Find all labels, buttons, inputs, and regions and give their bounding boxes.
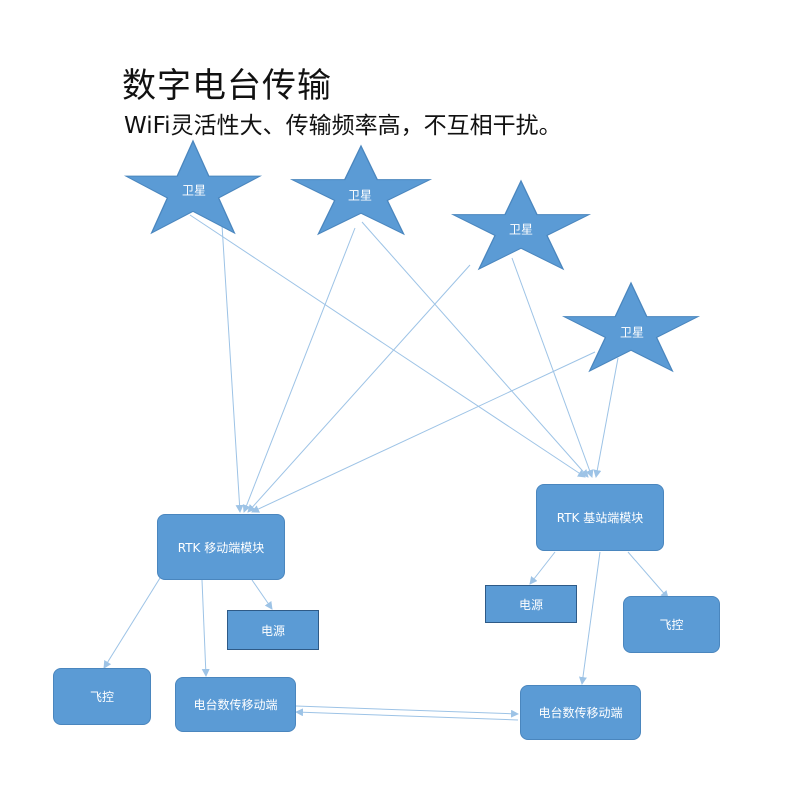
link-sat4-base [593, 357, 619, 478]
rtk-rover-module: RTK 移动端模块 [157, 514, 285, 580]
link-base-radio [578, 551, 601, 685]
power-left: 电源 [227, 610, 319, 650]
link-rover-flight [103, 577, 161, 669]
link-sat4-rover [251, 351, 596, 513]
satellite-3-label: 卫星 [508, 222, 534, 237]
link-rover-radio [201, 579, 210, 677]
link-base-power [529, 551, 556, 585]
link-sat3-rover [247, 264, 471, 513]
satellite-2-label: 卫星 [347, 188, 373, 203]
flight-controller-left: 飞控 [53, 668, 151, 725]
link-base-flight [627, 551, 669, 599]
flight-controller-right: 飞控 [623, 596, 720, 653]
link-sat2-base [361, 221, 589, 478]
link-sat3-base [511, 257, 594, 478]
radio-rover-left: 电台数传移动端 [175, 677, 296, 732]
satellite-4-label: 卫星 [619, 325, 645, 340]
rtk-base-module: RTK 基站端模块 [536, 484, 664, 551]
link-radio-to-radio-return [295, 708, 519, 721]
page-title: 数字电台传输 [122, 66, 332, 106]
link-sat1-rover [221, 224, 244, 513]
satellite-2-star [289, 144, 433, 236]
satellite-1-star [123, 139, 263, 235]
satellite-4-star [561, 281, 701, 373]
satellite-1-label: 卫星 [181, 183, 207, 198]
power-right: 电源 [485, 585, 577, 623]
link-sat1-base [189, 214, 586, 478]
link-rover-power [251, 579, 273, 610]
link-radio-to-radio [295, 705, 519, 718]
page-subtitle: WiFi灵活性大、传输频率高，不互相干扰。 [124, 113, 562, 139]
radio-rover-right: 电台数传移动端 [520, 685, 641, 740]
link-sat2-rover [242, 227, 356, 513]
satellite-3-star [450, 179, 592, 271]
